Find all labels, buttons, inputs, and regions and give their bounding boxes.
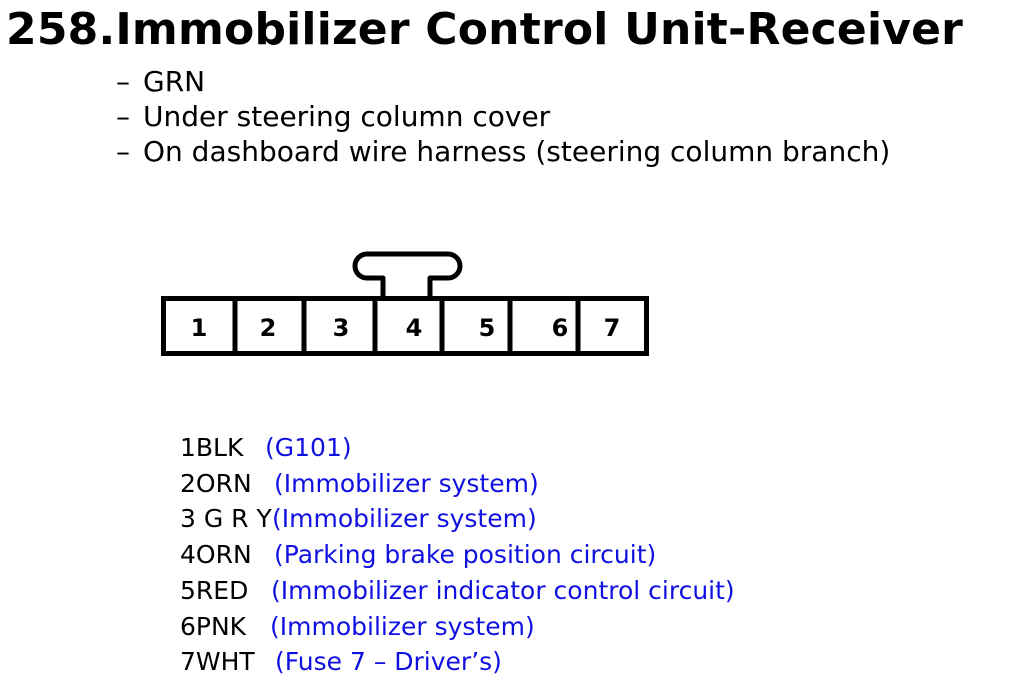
pin-wire-code: 7WHT <box>180 647 255 677</box>
pin-wire-code: 2ORN <box>180 468 252 498</box>
pin-row: 1BLK (G101) <box>180 430 735 466</box>
pin-number-5: 5 <box>479 314 496 342</box>
dash-bullet: – <box>116 65 130 98</box>
pin-number-3: 3 <box>333 314 350 342</box>
pin-number-6: 6 <box>552 314 569 342</box>
pin-number-7: 7 <box>604 314 621 342</box>
pin-row: 6PNK (Immobilizer system) <box>180 609 735 645</box>
pin-description: (Immobilizer system) <box>270 611 535 641</box>
pin-row: 4ORN (Parking brake position circuit) <box>180 537 735 573</box>
detail-item-harness: –On dashboard wire harness (steering col… <box>116 134 890 169</box>
pin-wire-code: 6PNK <box>180 611 247 641</box>
pin-row: 2ORN (Immobilizer system) <box>180 466 735 502</box>
pin-row: 3 G R Y(Immobilizer system) <box>180 501 735 537</box>
detail-item-location: –Under steering column cover <box>116 99 890 134</box>
pin-wire-code: 5RED <box>180 575 249 605</box>
detail-text: GRN <box>143 65 206 98</box>
connector-locking-tab <box>352 251 463 298</box>
dash-bullet: – <box>116 135 130 168</box>
pin-number-1: 1 <box>191 314 208 342</box>
pin-number-2: 2 <box>260 314 277 342</box>
pin-description: (Immobilizer system) <box>272 504 537 534</box>
pin-assignment-list: 1BLK (G101) 2ORN (Immobilizer system) 3 G … <box>180 430 735 680</box>
pin-row: 7WHT (Fuse 7 – Driver’s) <box>180 644 735 680</box>
page-title: 258.Immobilizer Control Unit-Receiver <box>6 4 964 55</box>
connector-housing <box>161 296 649 356</box>
connector-diagram: 1 2 3 4 5 6 7 <box>161 251 649 356</box>
pin-wire-code: 1BLK <box>180 433 244 462</box>
pin-description: (Immobilizer indicator control circuit) <box>271 575 735 605</box>
pin-number-4: 4 <box>406 314 423 342</box>
detail-text: Under steering column cover <box>143 100 551 133</box>
dash-bullet: – <box>116 100 130 133</box>
detail-item-color: –GRN <box>116 64 890 99</box>
pin-description: (Fuse 7 – Driver’s) <box>275 647 502 677</box>
connector-details-list: –GRN –Under steering column cover –On da… <box>116 64 890 169</box>
pin-description: (Parking brake position circuit) <box>274 540 657 570</box>
pin-wire-code: 3 G R Y <box>180 504 272 534</box>
pin-row: 5RED (Immobilizer indicator control circu… <box>180 573 735 609</box>
pin-description: (Immobilizer system) <box>274 468 539 498</box>
pin-description: (G101) <box>265 433 352 462</box>
pin-wire-code: 4ORN <box>180 540 252 570</box>
detail-text: On dashboard wire harness (steering colu… <box>143 135 891 168</box>
